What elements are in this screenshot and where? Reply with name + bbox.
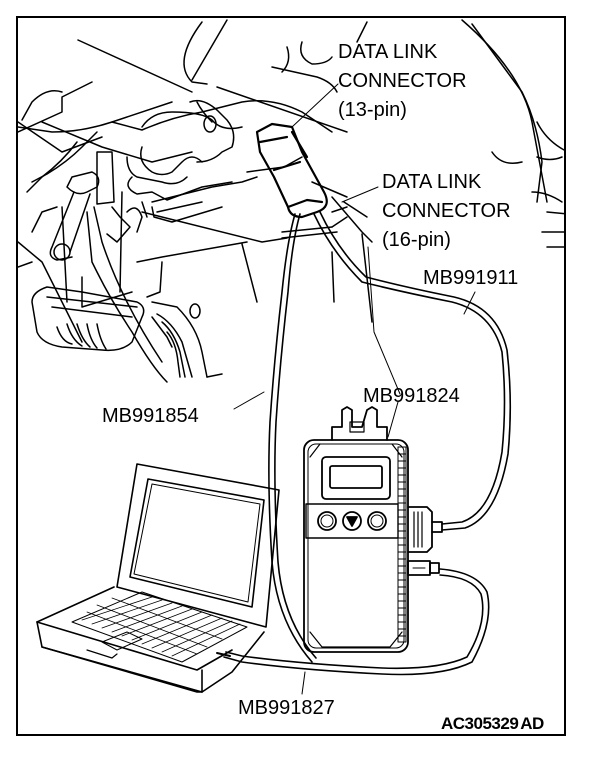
cable-mb991911 xyxy=(313,211,512,531)
label-dlc-16pin-line1: DATA LINK xyxy=(382,171,482,193)
label-mb991854: MB991854 xyxy=(102,405,199,427)
diagram-frame: DATA LINK CONNECTOR (13-pin) DATA LINK C… xyxy=(16,16,566,736)
laptop xyxy=(36,463,280,693)
label-dlc-13pin-line3: (13-pin) xyxy=(338,99,407,121)
label-dlc-16pin-line2: CONNECTOR xyxy=(382,200,511,222)
figure-id-suffix: AD xyxy=(520,714,544,733)
label-mb991827: MB991827 xyxy=(238,697,335,719)
label-mb991911: MB991911 xyxy=(423,267,519,289)
cable-mb991827 xyxy=(223,568,490,676)
connector-plug xyxy=(255,122,328,219)
scan-tool-mb991824 xyxy=(303,406,443,653)
vehicle-interior xyxy=(18,19,564,383)
illustration xyxy=(18,19,564,695)
label-dlc-13pin-line2: CONNECTOR xyxy=(338,70,467,92)
label-dlc-13pin-line1: DATA LINK xyxy=(338,41,438,63)
leader-lines xyxy=(233,83,476,695)
label-mb991824: MB991824 xyxy=(363,385,460,407)
figure-id-code: AC305329 xyxy=(441,714,519,733)
label-dlc-16pin-line3: (16-pin) xyxy=(382,229,451,251)
cable-mb991854 xyxy=(268,213,317,663)
